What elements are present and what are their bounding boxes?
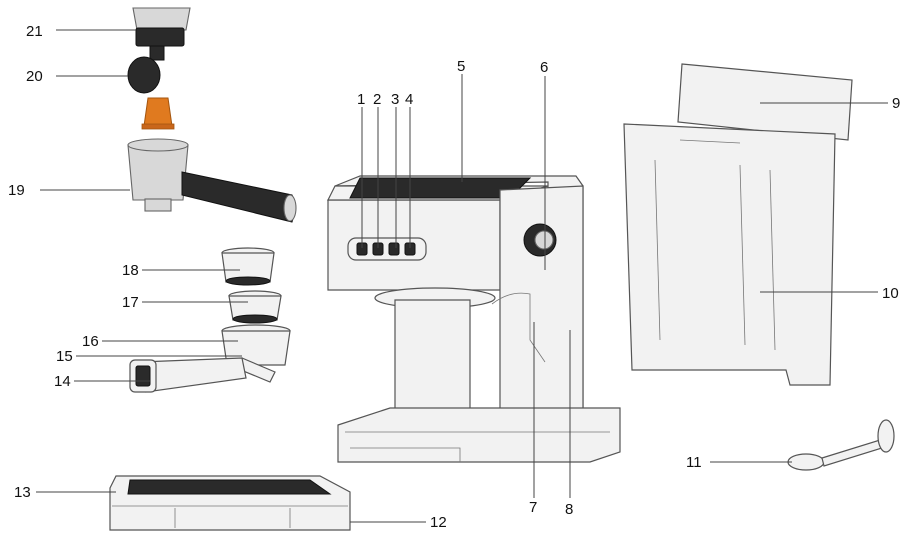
callout-8: 8 — [565, 501, 574, 518]
capsule-adapter-plug — [127, 45, 165, 94]
filter-basket-double — [221, 247, 275, 286]
capsule — [141, 97, 175, 130]
callout-6: 6 — [540, 59, 549, 76]
callout-10: 10 — [882, 285, 899, 302]
callout-11: 11 — [686, 454, 702, 471]
water-tank — [623, 63, 853, 386]
filter-basket-single — [228, 290, 282, 324]
callout-5: 5 — [457, 58, 466, 75]
callout-2: 2 — [373, 91, 382, 108]
capsule-portafilter — [127, 138, 297, 223]
portafilter — [129, 324, 291, 393]
leader-lines — [36, 29, 888, 523]
callout-20: 20 — [26, 68, 43, 85]
callout-1: 1 — [357, 91, 366, 108]
measuring-spoon-tamper — [787, 419, 895, 471]
callout-16: 16 — [82, 333, 99, 350]
callout-12: 12 — [430, 514, 447, 531]
callout-9: 9 — [892, 95, 901, 112]
callout-18: 18 — [122, 262, 139, 279]
drip-tray — [109, 475, 351, 531]
callout-3: 3 — [391, 91, 400, 108]
callout-19: 19 — [8, 182, 25, 199]
callout-4: 4 — [405, 91, 414, 108]
callout-14: 14 — [54, 373, 71, 390]
capsule-adapter-holder — [132, 7, 191, 47]
callout-21: 21 — [26, 23, 43, 40]
callout-7: 7 — [529, 499, 538, 516]
coffee-machine — [327, 175, 621, 463]
callout-17: 17 — [122, 294, 139, 311]
callout-15: 15 — [56, 348, 73, 365]
callout-13: 13 — [14, 484, 31, 501]
